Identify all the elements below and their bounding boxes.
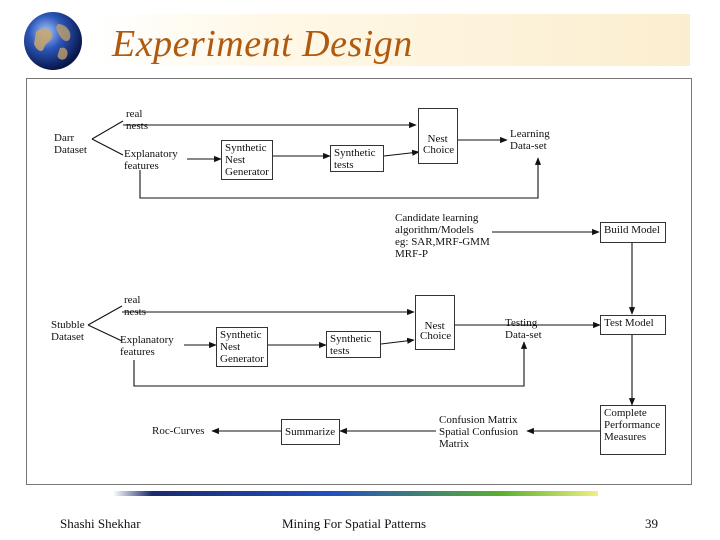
roc-curves-label: Roc-Curves	[152, 425, 205, 437]
testing-dataset-label: Testing Data-set	[505, 317, 542, 341]
stubble-choice-label: Choice	[420, 330, 452, 342]
stubble-explanatory-label: Explanatory features	[120, 334, 174, 358]
stubble-synthetic-tests-box: Synthetic tests	[326, 331, 381, 358]
darr-dataset-label: Darr Dataset	[54, 132, 87, 156]
learning-dataset-label: Learning Data-set	[510, 128, 550, 152]
performance-measures-box: Complete Performance Measures	[600, 405, 666, 455]
darr-choice-label: Choice	[423, 144, 455, 156]
footer-author: Shashi Shekhar	[60, 516, 141, 531]
page-number: 39	[645, 516, 658, 531]
candidate-models-label: Candidate learning algorithm/Models eg: …	[395, 212, 490, 260]
darr-generator-box: Synthetic Nest Generator	[221, 140, 273, 180]
darr-nest-label: Nest	[427, 133, 448, 145]
globe-icon	[24, 12, 82, 70]
confusion-matrix-label: Confusion Matrix Spatial Confusion Matri…	[439, 414, 519, 450]
slide-title: Experiment Design	[112, 23, 413, 65]
darr-real-nests-label: real nests	[126, 108, 148, 132]
stubble-real-nests-label: real nests	[124, 294, 146, 318]
darr-synthetic-tests-box: Synthetic tests	[330, 145, 384, 172]
title-banner	[95, 14, 690, 66]
darr-nest-choice-box: Nest Choice	[418, 108, 458, 164]
build-model-box: Build Model	[600, 222, 666, 243]
test-model-box: Test Model	[600, 315, 666, 335]
stubble-generator-box: Synthetic Nest Generator	[216, 327, 268, 367]
footer-course: Mining For Spatial Patterns	[282, 516, 427, 531]
summarize-box: Summarize	[281, 419, 340, 445]
footer-rule	[113, 491, 598, 496]
stubble-nest-choice-box: Nest Choice	[415, 295, 455, 350]
stubble-dataset-label: Stubble Dataset	[51, 319, 85, 343]
stubble-nest-label: Nest	[424, 320, 445, 332]
darr-explanatory-label: Explanatory features	[124, 148, 178, 172]
